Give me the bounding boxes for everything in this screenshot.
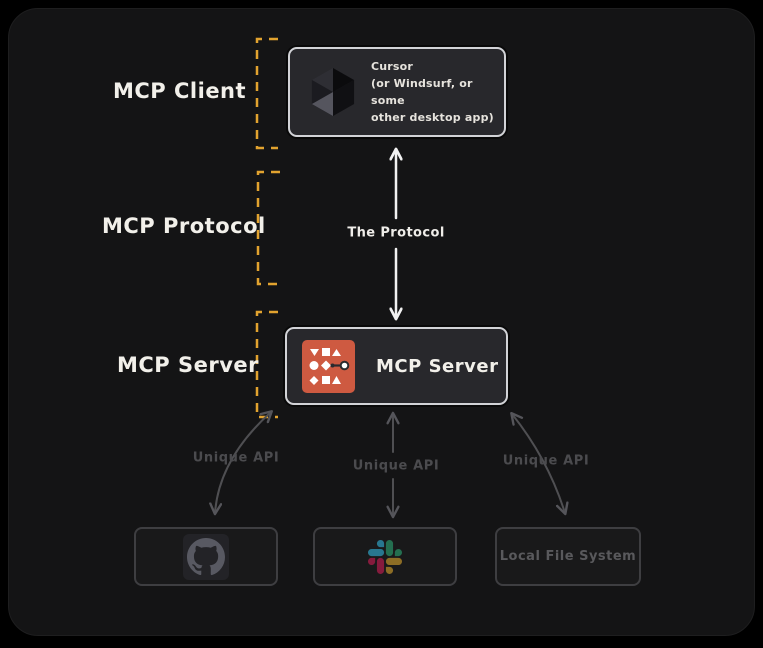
github-node <box>134 527 278 586</box>
unique-api-label-middle: Unique API <box>352 458 440 474</box>
client-app-name: Cursor <box>371 59 414 73</box>
local-file-system-node: Local File System <box>495 527 641 586</box>
server-node: MCP Server <box>285 327 508 405</box>
slack-node <box>313 527 457 586</box>
unique-api-label-right: Unique API <box>502 453 590 469</box>
client-app-subtitle-1: (or Windsurf, or some <box>371 76 473 107</box>
slack-icon <box>368 539 402 574</box>
server-node-label: MCP Server <box>376 355 499 377</box>
client-app-subtitle-2: other desktop app) <box>371 111 494 125</box>
mcp-logo-icon <box>302 339 355 393</box>
local-file-system-label: Local File System <box>499 549 637 564</box>
github-icon <box>187 537 225 576</box>
cursor-cube-icon <box>310 67 356 117</box>
protocol-section-label: MCP Protocol <box>102 214 266 238</box>
server-section-label: MCP Server <box>117 353 260 377</box>
client-section-label: MCP Client <box>113 79 247 103</box>
protocol-arrow-label: The Protocol <box>347 225 445 241</box>
github-tile <box>183 533 229 580</box>
client-node-text: Cursor (or Windsurf, or some other deskt… <box>371 58 504 126</box>
client-node: Cursor (or Windsurf, or some other deskt… <box>288 47 506 137</box>
unique-api-label-left: Unique API <box>192 450 280 466</box>
